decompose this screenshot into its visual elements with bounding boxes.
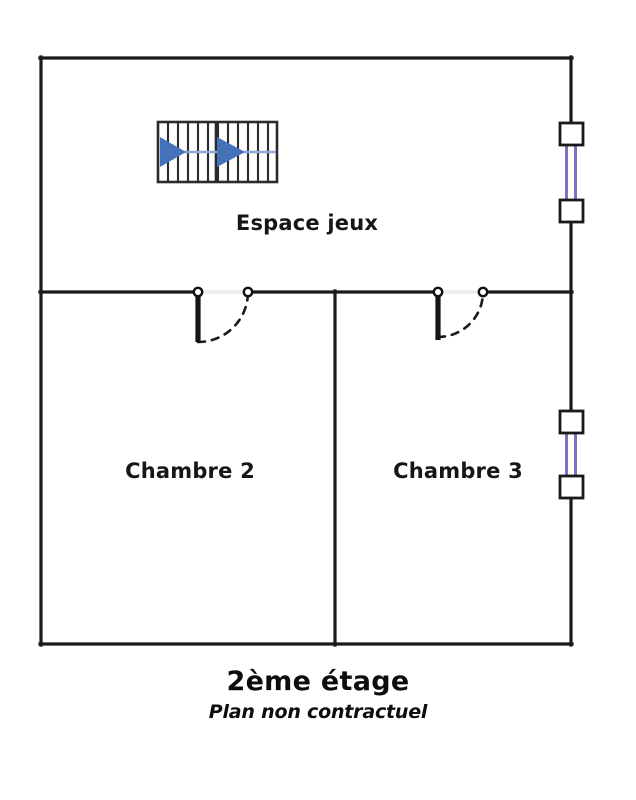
window-frame-block-chambre-3-bottom (558, 474, 585, 500)
window-frame-block-espace-jeux-bottom (558, 198, 585, 224)
plan-disclaimer: Plan non contractuel (208, 701, 428, 723)
door-chambre-3 (432, 286, 489, 340)
door-latch-point-chambre-2 (242, 286, 254, 298)
door-swing-arc-chambre-2 (196, 290, 250, 344)
window-chambre-3 (558, 409, 585, 500)
stair-direction-arrow (217, 137, 245, 167)
room-label-chambre-2: Chambre 2 (125, 459, 255, 483)
room-label-chambre-3: Chambre 3 (393, 459, 523, 483)
window-espace-jeux (558, 121, 585, 224)
door-swing-arc-chambre-3 (436, 290, 485, 339)
walls-group (38, 55, 574, 647)
door-hinge-chambre-3 (432, 286, 444, 298)
plan-caption: 2ème étage Plan non contractuel (0, 665, 636, 725)
door-hinge-chambre-2 (192, 286, 204, 298)
stair-direction-arrow (160, 137, 186, 167)
plan-title: 2ème étage (226, 666, 410, 697)
door-latch-point-chambre-3 (477, 286, 489, 298)
window-frame-block-chambre-3-top (558, 409, 585, 435)
window-frame-block-espace-jeux-top (558, 121, 585, 147)
staircase-espace-jeux (156, 120, 279, 184)
room-label-espace-jeux: Espace jeux (235, 211, 379, 235)
door-chambre-2 (192, 286, 254, 344)
